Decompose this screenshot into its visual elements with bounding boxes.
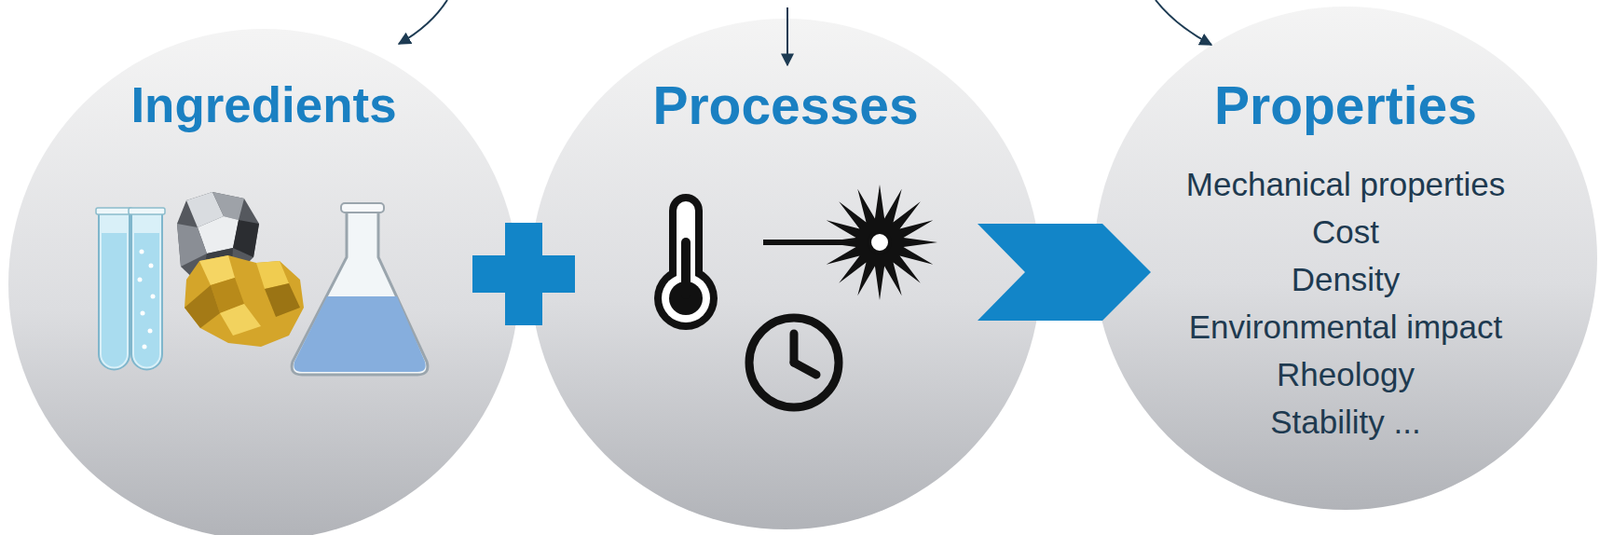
property-item: Rheology [1276, 355, 1415, 395]
property-item: Environmental impact [1189, 307, 1504, 347]
circle-shape [530, 18, 1041, 530]
circle-shape [8, 28, 520, 535]
concept-circle: Ingredients [8, 28, 520, 535]
concept-circle: Processes [530, 18, 1041, 530]
circle-heading: Ingredients [130, 75, 397, 136]
circle-shape [1094, 6, 1598, 510]
circle-heading: Properties [1214, 73, 1477, 137]
property-item: Density [1291, 259, 1401, 300]
property-item: Mechanical properties [1186, 164, 1505, 205]
incoming-arrow [1155, 0, 1212, 45]
test-tubes-icon [95, 207, 165, 370]
circle-heading: Processes [652, 73, 918, 137]
incoming-arrow [398, 0, 448, 44]
concept-circle: PropertiesMechanical propertiesCostDensi… [1094, 6, 1598, 510]
incoming-arrow [786, 7, 789, 66]
property-item: Cost [1312, 212, 1380, 252]
property-item: Stability ... [1270, 402, 1421, 442]
